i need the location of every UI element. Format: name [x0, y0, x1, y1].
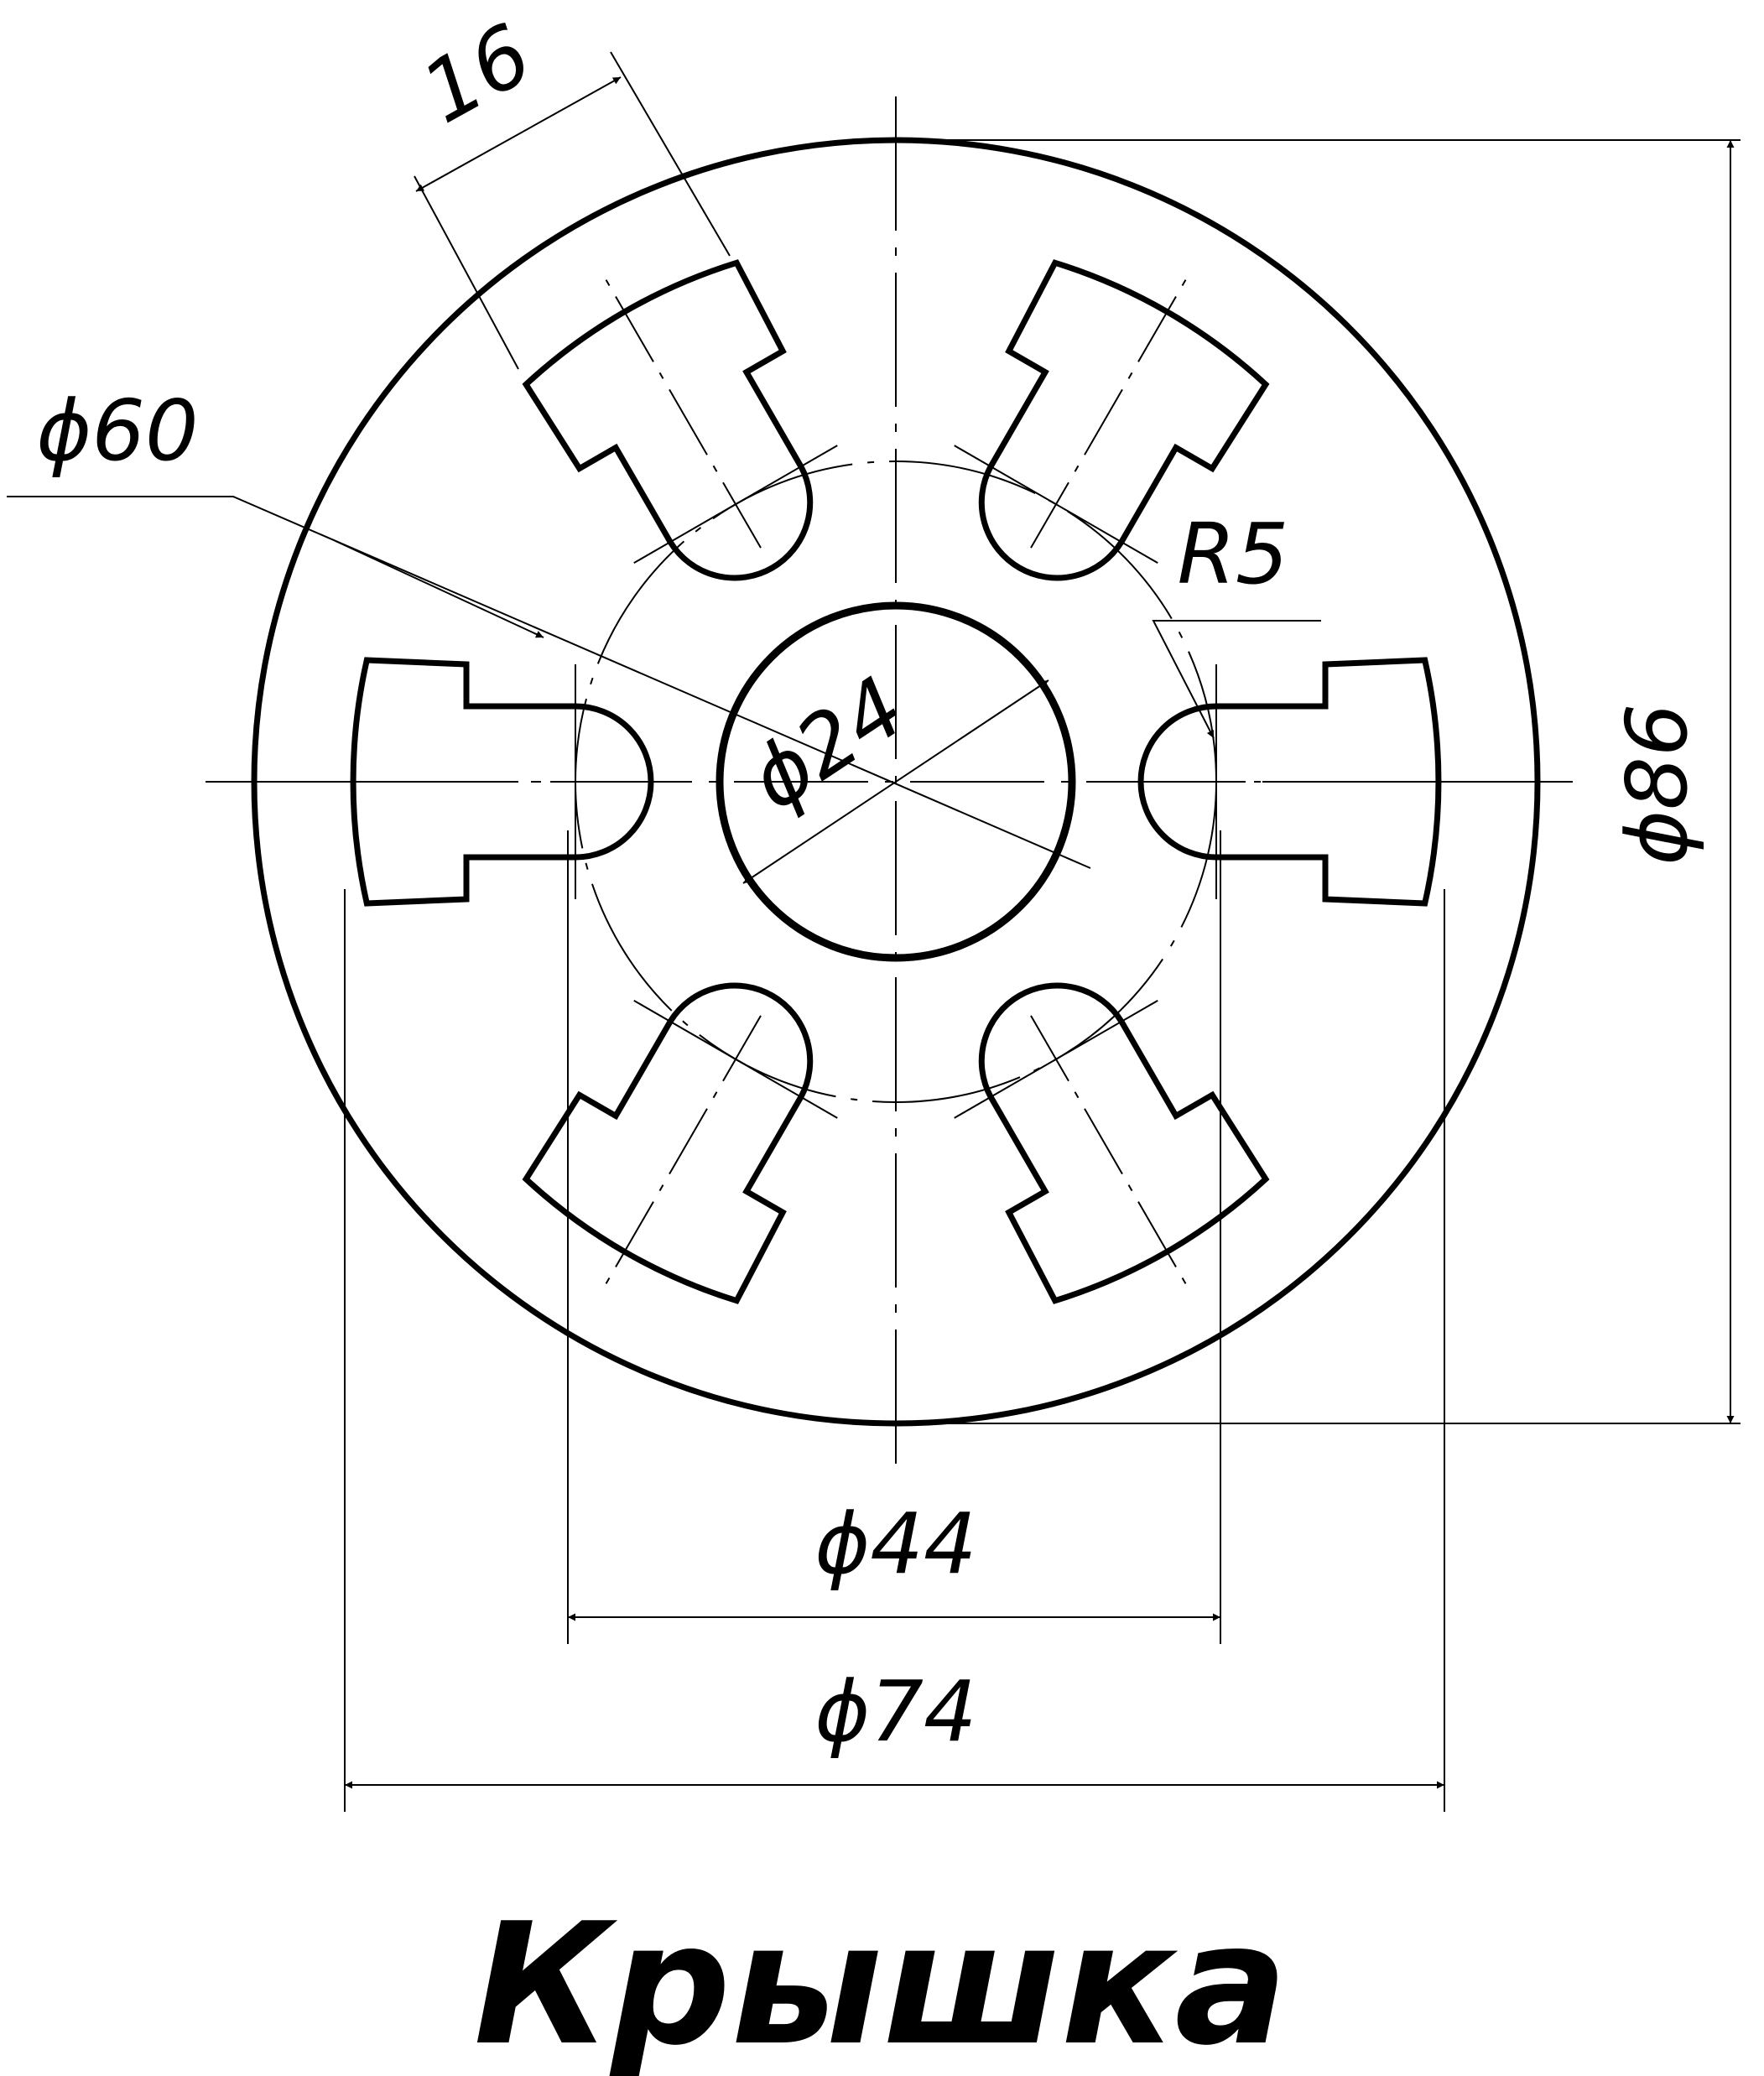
slot-radial-axis	[599, 268, 762, 549]
hub-hole	[715, 601, 1076, 962]
dim-slot-width-label: 16	[406, 5, 547, 143]
dim-slot-outer-span	[344, 889, 1445, 1812]
dim-slot-width	[414, 51, 731, 370]
dim-outer-diameter-label: ϕ86	[1608, 703, 1706, 865]
dim-slot-radius-label: R5	[1177, 505, 1288, 603]
center-lines	[206, 96, 1590, 1480]
slot	[522, 259, 814, 581]
slot	[978, 259, 1270, 581]
dim-slot-outer-span-label: ϕ74	[814, 1662, 976, 1761]
dim-slot-inner-span-label: ϕ44	[814, 1495, 976, 1593]
slot-radial-axis	[1030, 268, 1193, 549]
dim-pitch-circle	[7, 496, 1091, 869]
slots	[350, 259, 1442, 1304]
slot-radial-axis	[1030, 1015, 1193, 1295]
dim-slot-radius	[1152, 620, 1321, 739]
drawing-title: Крышка	[474, 1887, 1288, 2076]
slot	[978, 982, 1270, 1304]
slot-radial-axis	[599, 1015, 762, 1295]
slot	[522, 982, 814, 1304]
dim-pitch-circle-label: ϕ60	[36, 382, 198, 480]
slot	[350, 657, 654, 907]
dim-slot-inner-span	[567, 830, 1221, 1644]
dim-hub-hole-line	[742, 679, 1049, 884]
dim-outer-diameter	[896, 139, 1741, 1424]
slot	[1137, 657, 1442, 907]
dim-hub-hole-label: ϕ24	[732, 658, 922, 829]
